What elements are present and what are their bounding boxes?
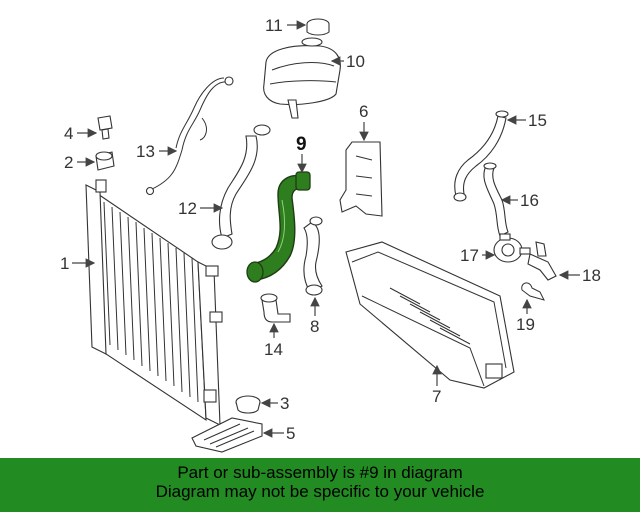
svg-text:3: 3 <box>280 394 289 413</box>
pipe-part-15[interactable] <box>453 110 509 202</box>
svg-text:18: 18 <box>582 266 601 285</box>
callout-14: 14 <box>264 322 283 359</box>
callout-17: 17 <box>460 246 496 265</box>
svg-text:11: 11 <box>265 16 283 35</box>
pipe-part-16[interactable] <box>483 162 509 237</box>
radiator-frame-part-7[interactable] <box>345 241 515 389</box>
callout-6: 6 <box>359 102 369 142</box>
hose-part-8[interactable] <box>303 216 323 296</box>
svg-text:2: 2 <box>64 153 73 172</box>
svg-text:8: 8 <box>310 317 319 336</box>
callout-13: 13 <box>136 142 178 161</box>
svg-text:10: 10 <box>346 52 365 71</box>
callout-18: 18 <box>558 266 601 285</box>
pad-part-5[interactable] <box>191 417 263 453</box>
bracket-part-6[interactable] <box>339 141 383 217</box>
banner-line-2: Diagram may not be specific to your vehi… <box>155 482 485 501</box>
svg-text:4: 4 <box>64 124 73 143</box>
callout-1: 1 <box>60 254 96 273</box>
svg-text:9: 9 <box>296 134 307 155</box>
callout-4: 4 <box>64 124 98 143</box>
bracket-part-18[interactable] <box>527 241 557 281</box>
callout-16: 16 <box>500 191 539 210</box>
callout-8: 8 <box>310 296 320 336</box>
svg-text:12: 12 <box>178 199 197 218</box>
bleed-screw-part-4[interactable] <box>97 115 113 140</box>
banner-line-1: Part or sub-assembly is #9 in diagram <box>177 463 463 482</box>
svg-text:15: 15 <box>528 111 547 130</box>
plug-part-2[interactable] <box>95 151 115 171</box>
hose-fitting-part-14[interactable] <box>260 293 291 323</box>
svg-text:17: 17 <box>460 246 479 265</box>
reservoir-cap-part-11[interactable] <box>306 18 330 36</box>
callout-3: 3 <box>260 394 289 413</box>
svg-text:6: 6 <box>359 102 368 121</box>
svg-text:14: 14 <box>264 340 283 359</box>
clamp-part-19[interactable] <box>521 282 545 301</box>
callout-15: 15 <box>506 111 547 130</box>
callout-19: 19 <box>516 298 535 334</box>
callout-12: 12 <box>178 199 224 218</box>
callout-11: 11 <box>265 16 307 35</box>
callout-10: 10 <box>330 52 365 71</box>
callout-7: 7 <box>432 364 442 406</box>
radiator[interactable] <box>85 179 223 426</box>
svg-text:13: 13 <box>136 142 155 161</box>
callout-2: 2 <box>64 153 96 172</box>
part-notice-banner: Part or sub-assembly is #9 in diagram Di… <box>0 458 640 512</box>
svg-text:19: 19 <box>516 315 535 334</box>
svg-text:16: 16 <box>520 191 539 210</box>
hose-part-12[interactable] <box>211 124 271 250</box>
callout-9: 9 <box>296 134 307 174</box>
svg-text:1: 1 <box>60 254 69 273</box>
svg-text:5: 5 <box>286 424 295 443</box>
hose-part-13[interactable] <box>145 76 234 196</box>
callout-5: 5 <box>262 424 295 443</box>
svg-text:7: 7 <box>432 387 441 406</box>
radiator-hose-part-9[interactable] <box>246 171 311 283</box>
parts-diagram: 1 2 4 13 11 10 12 9 6 8 14 7 <box>60 16 601 453</box>
expansion-tank-part-10[interactable] <box>263 37 341 119</box>
grommet-part-3[interactable] <box>235 395 261 414</box>
water-pump-part-17[interactable] <box>493 233 531 263</box>
